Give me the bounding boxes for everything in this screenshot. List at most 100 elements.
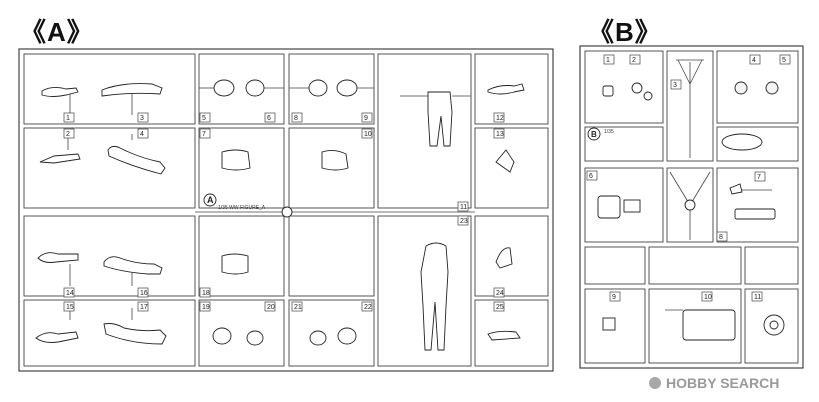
sprue-a-cell bbox=[23, 299, 196, 367]
watermark-text: HOBBY SEARCH bbox=[666, 375, 779, 391]
sprue-a-part-number-box bbox=[291, 112, 303, 123]
sprue-b-cell bbox=[648, 288, 742, 364]
arm-part bbox=[487, 330, 521, 341]
sprue-b-part-number: 5 bbox=[782, 57, 786, 64]
arm-part bbox=[487, 83, 525, 95]
sprue-b-cell bbox=[716, 50, 799, 124]
sprue-a-letter: A bbox=[207, 195, 214, 205]
sprue-a-part-number-box bbox=[137, 128, 149, 139]
sprue-a-part-number-box bbox=[493, 301, 505, 312]
sprue-label-circle bbox=[587, 127, 601, 141]
sprue-a-parts bbox=[35, 79, 525, 351]
sprue-a-part-number: 25 bbox=[496, 304, 504, 311]
sprue-a: 1234567891011121314151617181920212223242… bbox=[18, 48, 554, 372]
sprue-a-title: 《A》 bbox=[20, 17, 94, 47]
sprue-a-part-number: 18 bbox=[202, 290, 210, 297]
sprue-a-part-number: 23 bbox=[460, 218, 468, 225]
head-part bbox=[212, 327, 232, 345]
sprue-a-part-number-box bbox=[63, 128, 75, 139]
sprue-a-part-number-box bbox=[264, 301, 276, 312]
sprue-b-cell bbox=[584, 50, 664, 124]
sprue-b-part-number-box bbox=[751, 291, 763, 302]
sprue-a-part-number-box bbox=[493, 112, 505, 123]
sprue-hub bbox=[684, 199, 696, 211]
sprue-a-cell bbox=[23, 53, 196, 125]
sprue-b-part-number-box bbox=[586, 170, 598, 181]
head-part bbox=[309, 330, 327, 346]
sprue-a-part-number: 12 bbox=[496, 115, 504, 122]
sprue-runner bbox=[689, 171, 711, 206]
tripod-leg bbox=[677, 59, 691, 85]
head-part bbox=[245, 79, 265, 97]
sprue-b-cell bbox=[666, 50, 714, 162]
sprue-a-part-number-box bbox=[493, 287, 505, 298]
sprue-a-part-number: 4 bbox=[140, 131, 144, 138]
box-part bbox=[602, 317, 616, 331]
body-part bbox=[420, 242, 449, 351]
trousers-part bbox=[427, 91, 453, 147]
sprue-b-cell bbox=[648, 246, 742, 285]
sprue-a-part-number: 13 bbox=[496, 131, 504, 138]
arm-part bbox=[39, 153, 81, 164]
sprue-b-title: 《B》 bbox=[588, 17, 662, 47]
small-part bbox=[734, 81, 748, 95]
sprue-b-label: 1/35 bbox=[604, 129, 614, 135]
sprue-b-part-number: 8 bbox=[719, 234, 723, 241]
sprue-b-cell bbox=[584, 246, 646, 285]
sprue-a-cell bbox=[288, 215, 375, 297]
sprue-a-part-number: 6 bbox=[267, 115, 271, 122]
sprue-hub bbox=[281, 206, 293, 218]
sprue-a-cell bbox=[198, 215, 285, 297]
sprue-b-part-number: 4 bbox=[752, 57, 756, 64]
small-part bbox=[765, 81, 779, 95]
small-part bbox=[643, 91, 653, 101]
sprue-a-part-number: 3 bbox=[140, 115, 144, 122]
table-part bbox=[682, 309, 736, 341]
head-part bbox=[337, 327, 357, 345]
sprue-a-cell bbox=[198, 299, 285, 367]
arm-part bbox=[37, 252, 79, 263]
sprue-b-part-number: 9 bbox=[612, 294, 616, 301]
leg-part bbox=[101, 83, 163, 97]
sprue-b-part-number-box bbox=[701, 291, 713, 302]
head-part bbox=[308, 79, 328, 97]
sprue-b-part-number-box bbox=[749, 54, 761, 65]
sprue-a-part-number: 24 bbox=[496, 290, 504, 297]
sprue-a-cell bbox=[288, 127, 375, 209]
leg-part bbox=[103, 323, 167, 345]
sprue-a-part-number: 15 bbox=[66, 304, 74, 311]
sprue-a-part-number-box bbox=[137, 301, 149, 312]
bar-part bbox=[734, 208, 776, 220]
sprue-b-part-number-box bbox=[670, 79, 682, 90]
sprue-label-circle bbox=[203, 193, 217, 207]
sprue-a-part-number-box bbox=[137, 112, 149, 123]
torso-part bbox=[221, 149, 251, 171]
sprue-a-cell bbox=[377, 215, 472, 367]
frame-part bbox=[597, 195, 621, 219]
head-part bbox=[213, 79, 235, 97]
wheel-hub bbox=[769, 320, 779, 330]
sprue-a-frame bbox=[18, 48, 554, 372]
sprue-runner bbox=[669, 171, 691, 206]
sprue-a-part-number: 5 bbox=[202, 115, 206, 122]
sprue-a-part-number: 7 bbox=[202, 131, 206, 138]
sprue-a-cell bbox=[288, 53, 375, 125]
arm-part bbox=[41, 86, 79, 97]
sprue-a-cell bbox=[474, 53, 549, 125]
torso-part bbox=[321, 149, 349, 171]
torso-part bbox=[221, 253, 249, 275]
sprue-b-part-number-box bbox=[754, 171, 766, 182]
sprue-a-part-number: 8 bbox=[294, 115, 298, 122]
sprue-a-part-number-box bbox=[63, 112, 75, 123]
frame-part bbox=[623, 199, 641, 213]
sprue-b-part-number-box bbox=[603, 54, 615, 65]
sprue-a-part-number: 10 bbox=[364, 131, 372, 138]
arm-part bbox=[495, 149, 515, 173]
sprue-b-part-number: 2 bbox=[632, 57, 636, 64]
sprue-a-cell bbox=[474, 215, 549, 297]
leg-part bbox=[103, 256, 163, 275]
leg-part bbox=[107, 145, 166, 175]
